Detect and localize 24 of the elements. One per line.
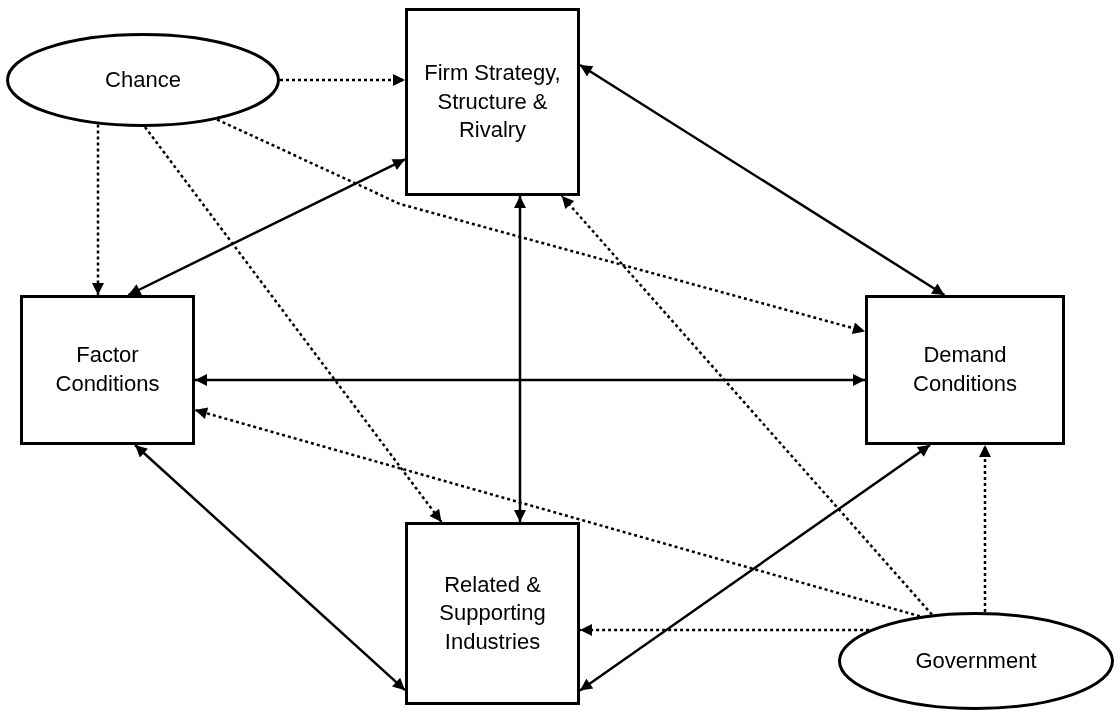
node-label: Related & Supporting Industries bbox=[438, 570, 547, 656]
dotted-arrow bbox=[216, 118, 866, 335]
node-label: Factor Conditions bbox=[54, 341, 161, 398]
dotted-arrow bbox=[194, 407, 921, 618]
dotted-arrow bbox=[560, 195, 933, 616]
double-arrow bbox=[195, 374, 865, 386]
dotted-arrow bbox=[580, 624, 870, 636]
node-label: Government bbox=[914, 646, 1038, 675]
double-arrow bbox=[514, 196, 526, 522]
process-box bbox=[405, 8, 580, 196]
process-box bbox=[405, 522, 580, 705]
process-box bbox=[865, 295, 1065, 445]
double-arrow bbox=[127, 158, 406, 297]
node-label: Firm Strategy, Structure & Rivalry bbox=[423, 59, 562, 145]
dotted-arrow bbox=[280, 74, 405, 86]
double-arrow bbox=[579, 443, 931, 692]
dotted-arrow bbox=[979, 445, 991, 613]
node-label: Demand Conditions bbox=[912, 341, 1018, 398]
node-label: Chance bbox=[104, 65, 182, 94]
double-arrow bbox=[579, 63, 946, 297]
process-box bbox=[20, 295, 195, 445]
dotted-arrow bbox=[144, 126, 443, 523]
dotted-arrow bbox=[92, 124, 104, 295]
double-arrow bbox=[134, 444, 406, 692]
